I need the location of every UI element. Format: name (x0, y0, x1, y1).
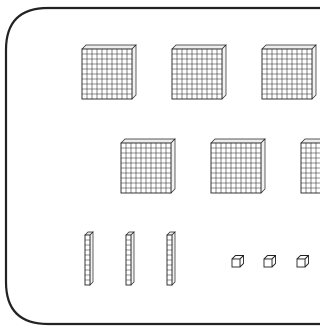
hundreds-flat (82, 45, 136, 99)
ones-cube (264, 256, 276, 268)
tens-rod (85, 232, 93, 285)
hundreds-flat (121, 139, 175, 193)
hundreds-flat (301, 139, 320, 193)
ones-cube (232, 256, 244, 268)
hundreds-flat (172, 45, 226, 99)
tens-rod (126, 232, 134, 285)
tens-rods (85, 232, 175, 285)
hundreds-flat (211, 139, 265, 193)
ones-cubes (232, 256, 309, 268)
hundreds-flat (262, 45, 316, 99)
hundreds-flats (82, 45, 320, 193)
ones-cube (297, 256, 309, 268)
tens-rod (167, 232, 175, 285)
